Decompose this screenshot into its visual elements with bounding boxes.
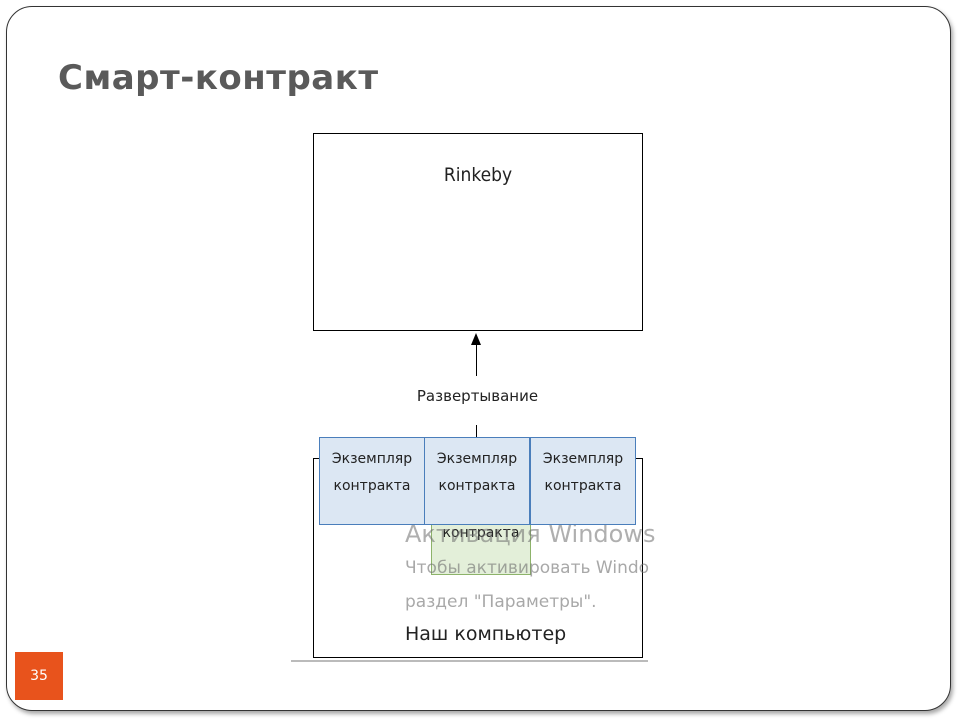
activation-watermark-line: раздел "Параметры". — [405, 592, 597, 612]
computer-label: Наш компьютер — [405, 623, 567, 645]
slide-title: Смарт-контракт — [58, 58, 379, 98]
page-number-badge: 35 — [15, 652, 63, 700]
base-divider — [291, 660, 648, 662]
rinkeby-label: Rinkeby — [443, 164, 513, 186]
arrow-up-icon — [471, 333, 481, 345]
deploy-arrow-line-lower — [476, 425, 477, 439]
activation-watermark-line: Чтобы активировать Windows — [405, 558, 649, 578]
deploy-label: Развертывание — [416, 387, 539, 405]
rinkeby-network-box: Rinkeby — [313, 133, 643, 331]
deploy-arrow-line — [476, 344, 477, 376]
